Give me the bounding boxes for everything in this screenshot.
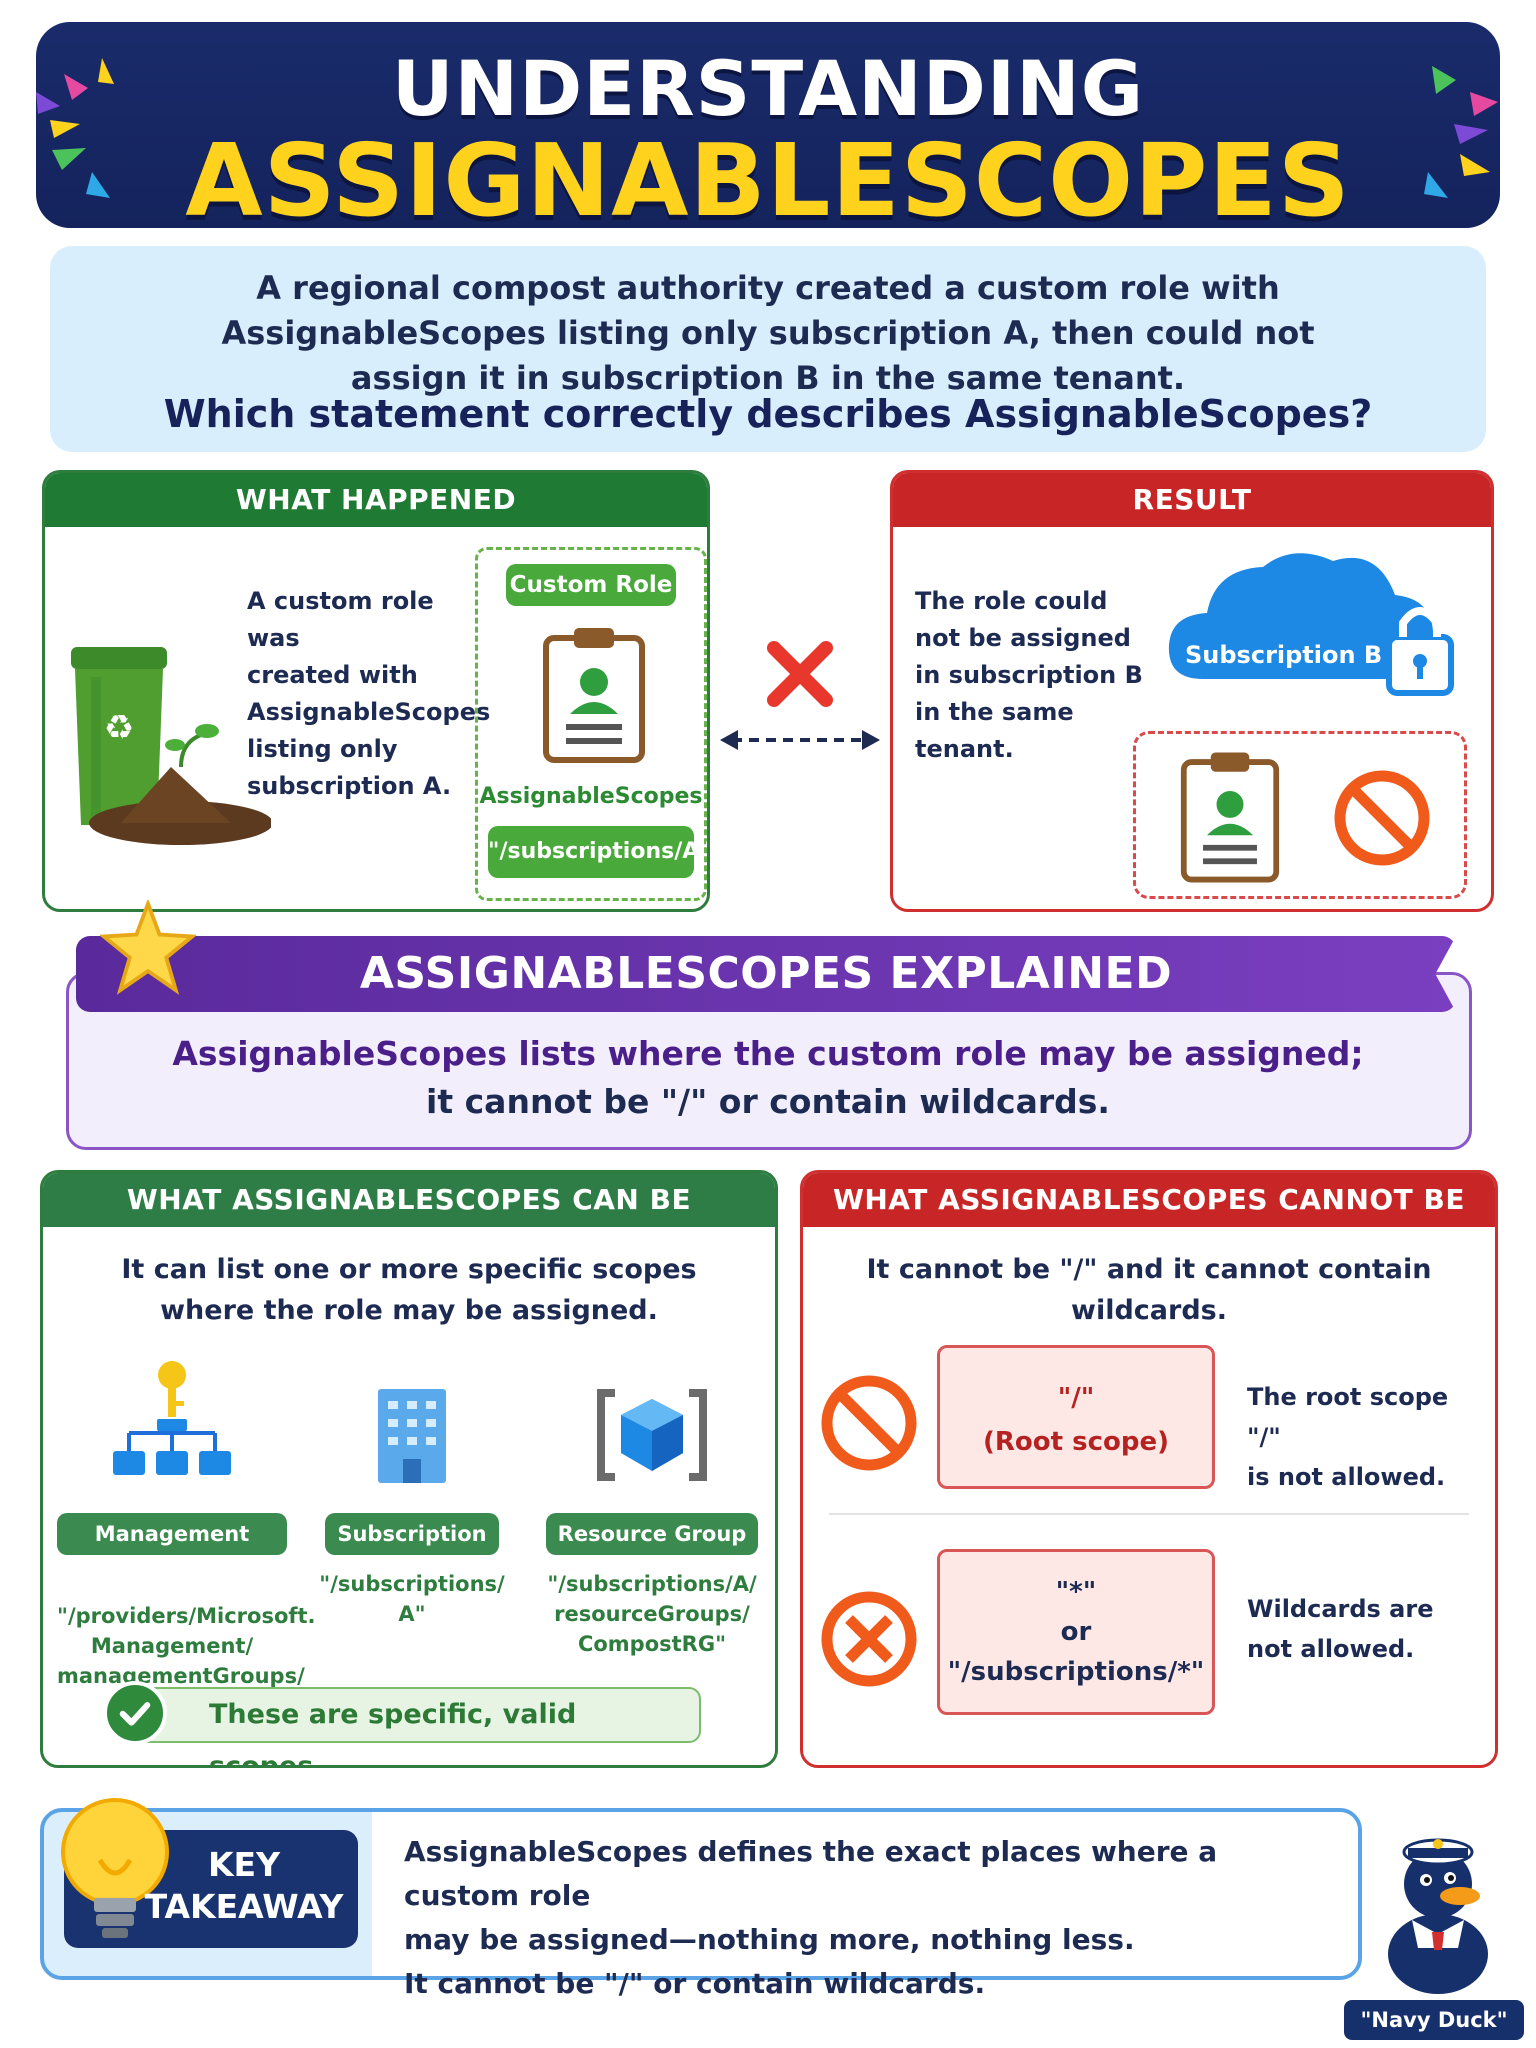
- question-text: A regional compost authority created a c…: [221, 269, 1315, 397]
- title-line-1: UNDERSTANDING: [391, 44, 1145, 133]
- title-banner: UNDERSTANDING ASSIGNABLESCOPES: [36, 22, 1500, 228]
- result-text: The role could not be assigned in subscr…: [915, 587, 1143, 763]
- confetti-burst-right-icon: [1424, 66, 1498, 198]
- scope-subscription: Subscription "/subscriptions/ A": [297, 1353, 527, 1629]
- scope-label: Subscription: [325, 1513, 499, 1555]
- scope-label: Management Group: [57, 1513, 287, 1588]
- denied-assignment-card: [1133, 731, 1467, 899]
- can-be-panel: WHAT ASSIGNABLESCOPES CAN BE It can list…: [40, 1170, 778, 1768]
- blocked-connection-icon: [720, 641, 880, 750]
- cannot-be-header: WHAT ASSIGNABLESCOPES CANNOT BE: [803, 1173, 1495, 1227]
- mascot-caption: "Navy Duck": [1344, 2000, 1524, 2040]
- what-happened-header: WHAT HAPPENED: [45, 473, 707, 527]
- navy-duck-mascot-icon: [1388, 1838, 1488, 1994]
- wildcard-note: Wildcards are not allowed.: [1247, 1595, 1434, 1663]
- key-takeaway-text: AssignableScopes defines the exact place…: [404, 1835, 1218, 2000]
- question-prompt: Which statement correctly describes Assi…: [163, 392, 1373, 436]
- lightbulb-icon: [61, 1798, 169, 1938]
- scope-label: Resource Group: [545, 1513, 759, 1555]
- result-panel: RESULT The role could not be assigned in…: [890, 470, 1494, 912]
- custom-role-badge: Custom Role: [506, 564, 676, 606]
- question-box: A regional compost authority created a c…: [50, 246, 1486, 452]
- assignable-scopes-label: AssignableScopes: [479, 784, 703, 809]
- checkmark-icon: [103, 1681, 167, 1745]
- prohibited-icon: [1334, 770, 1430, 866]
- star-icon: [100, 900, 196, 995]
- scope-path: "/subscriptions/ A": [319, 1572, 505, 1626]
- prohibited-icon: [821, 1375, 917, 1471]
- divider: [829, 1513, 1469, 1515]
- key-takeaway-body: [372, 1812, 1358, 1976]
- result-header: RESULT: [893, 473, 1491, 527]
- cannot-be-panel: WHAT ASSIGNABLESCOPES CANNOT BE It canno…: [800, 1170, 1498, 1768]
- subscription-icon: [378, 1389, 446, 1483]
- subscription-b-cloud-icon: [1168, 553, 1454, 696]
- confetti-burst-left-icon: [36, 58, 114, 198]
- compost-bin-icon: ♻: [71, 647, 271, 845]
- scope-management-group: Management Group "/providers/Microsoft. …: [57, 1353, 316, 1721]
- can-be-subtitle: It can list one or more specific scopes …: [121, 1254, 697, 1326]
- scope-resource-group: Resource Group "/subscriptions/A/ resour…: [537, 1353, 767, 1659]
- clipboard-role-icon: [1180, 752, 1280, 883]
- cannot-be-subtitle: It cannot be "/" and it cannot contain w…: [866, 1254, 1432, 1326]
- assignable-scope-value: "/subscriptions/A": [488, 826, 707, 878]
- root-scope-box: "/" (Root scope): [937, 1345, 1215, 1489]
- wildcard-box: "*" or "/subscriptions/*": [937, 1549, 1215, 1715]
- resource-group-icon: [597, 1389, 707, 1481]
- what-happened-panel: WHAT HAPPENED ♻ A custom role was create…: [42, 470, 710, 912]
- x-circle-icon: [821, 1591, 917, 1687]
- scope-path: "/subscriptions/A/ resourceGroups/ Compo…: [547, 1572, 757, 1656]
- title-line-2: ASSIGNABLESCOPES: [185, 122, 1351, 228]
- valid-scopes-note: These are specific, valid scopes.: [103, 1681, 701, 1765]
- cloud-label: Subscription B: [1185, 641, 1383, 669]
- clipboard-role-icon: [543, 628, 645, 763]
- can-be-header: WHAT ASSIGNABLESCOPES CAN BE: [43, 1173, 775, 1227]
- custom-role-card: Custom Role AssignableScopes "/subscript…: [475, 547, 707, 901]
- root-scope-note: The root scope "/" is not allowed.: [1247, 1383, 1449, 1491]
- explained-text: AssignableScopes lists where the custom …: [172, 1034, 1364, 1121]
- what-happened-text: A custom role was created with Assignabl…: [247, 587, 491, 800]
- management-group-icon: [113, 1361, 231, 1475]
- svg-text:♻: ♻: [104, 708, 134, 748]
- explained-ribbon: ASSIGNABLESCOPES EXPLAINED: [76, 936, 1456, 1012]
- key-takeaway-label: KEY TAKEAWAY: [144, 1845, 344, 1926]
